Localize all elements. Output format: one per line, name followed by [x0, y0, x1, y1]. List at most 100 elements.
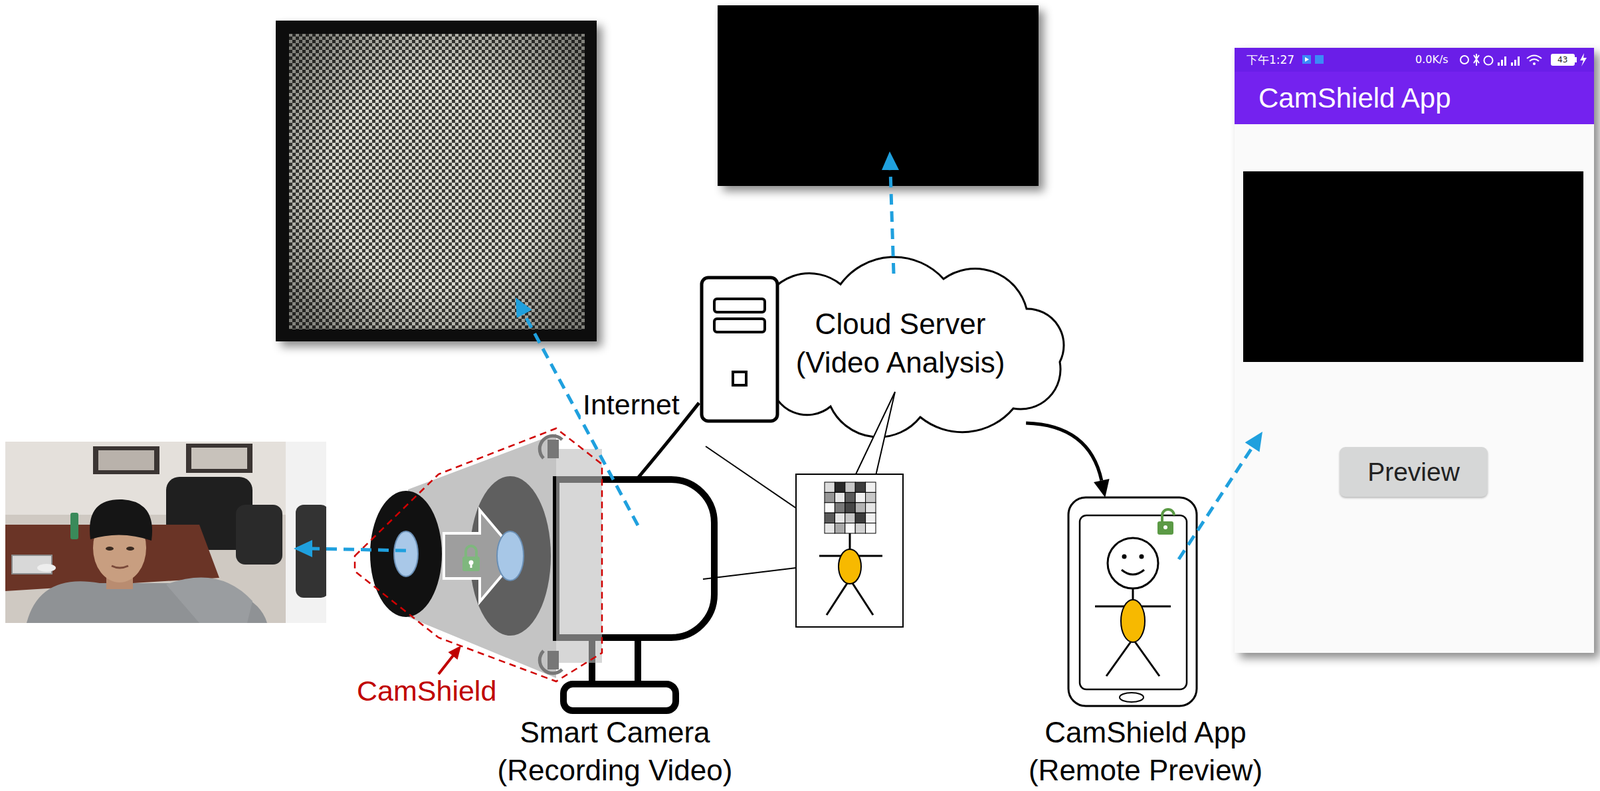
front-lens-window: [394, 531, 418, 577]
callout-box: [796, 474, 903, 628]
pixel-cell: [834, 482, 845, 493]
figure-body: [838, 549, 862, 585]
cloud-black-image: [717, 5, 1039, 187]
open-lock: [1162, 509, 1175, 523]
status-icon: [1532, 62, 1536, 66]
node-label: Cloud Server (Video Analysis): [784, 304, 1017, 383]
camshield-outline: [354, 428, 602, 682]
cloud-server: [701, 257, 1064, 438]
node-label: Smart Camera (Recording Video): [485, 713, 745, 790]
camera-base: [563, 684, 676, 711]
battery-level: 43: [1557, 47, 1568, 72]
status-icon: [1514, 59, 1517, 66]
pixel-cell: [824, 523, 835, 534]
checker-pattern: [289, 33, 585, 330]
pixel-cell: [865, 492, 876, 503]
photo-edge: [5, 441, 327, 624]
shield-clamps: [539, 435, 563, 674]
view-arrowhead: [881, 151, 900, 171]
pixel-cell: [834, 523, 845, 534]
phone-icon: [1068, 497, 1197, 707]
edge-label: Internet: [580, 388, 682, 422]
status-time: 下午1:27: [1246, 47, 1295, 72]
callout-tail: [705, 446, 797, 509]
picture-frame: [186, 443, 253, 474]
photo-wall: [5, 441, 327, 515]
figure-line: [849, 579, 874, 616]
callout-tail: [702, 568, 797, 580]
view-arrow: [312, 548, 406, 551]
pixel-cell: [855, 512, 866, 523]
pixel-cell: [834, 492, 845, 503]
smiley-mouth: [1121, 570, 1145, 575]
blue-dashed-arrows: [312, 170, 1253, 560]
pixel-cell: [845, 523, 856, 534]
pixel-cell: [845, 492, 856, 503]
smart-camera: [556, 449, 715, 711]
pixel-cell: [824, 482, 835, 493]
status-icon: [1504, 56, 1507, 66]
front-lens-disk: [370, 491, 442, 618]
view-arrow: [890, 170, 894, 274]
node-label: CamShield: [356, 675, 497, 708]
status-icon: [1484, 56, 1494, 66]
clamp: [539, 651, 563, 674]
person-beanie: [89, 499, 153, 541]
photo-bg: [5, 441, 327, 624]
figure-line: [1106, 639, 1133, 677]
title-bar: [1234, 71, 1595, 125]
button-label: Preview: [1367, 457, 1460, 488]
analysis-callout: [702, 392, 903, 628]
smiley-eye: [1122, 554, 1127, 560]
server-slot: [714, 318, 765, 333]
pixel-cell: [865, 502, 876, 513]
connector-arrowhead: [1093, 479, 1109, 498]
view-arrowhead: [293, 540, 313, 558]
pixel-cell: [855, 492, 866, 503]
pixel-cell: [865, 512, 876, 523]
figure-line: [1132, 639, 1160, 677]
server-slot: [714, 299, 765, 313]
shield-sleeve: [556, 449, 602, 664]
pixel-cell: [834, 512, 845, 523]
person-eye: [126, 546, 135, 551]
pixel-cell: [834, 502, 845, 513]
phone-button: [1119, 693, 1144, 703]
picture-frame: [98, 450, 155, 471]
status-bar: [1234, 47, 1595, 72]
pixelated-face: [824, 482, 876, 534]
battery-icon: [1574, 57, 1577, 63]
smiley-eye: [1139, 554, 1145, 560]
vignette: [289, 33, 585, 330]
smiley-head: [1107, 538, 1159, 589]
screenshot-panel: [1234, 47, 1595, 654]
chair: [235, 504, 283, 565]
server-tower: [701, 277, 778, 422]
pointer-arrow: [438, 655, 454, 675]
smart-camera-node: Smart Camera (Recording Video): [479, 479, 751, 790]
pixel-cell: [824, 512, 835, 523]
lock-icon: [470, 563, 473, 569]
lock-icon: [465, 546, 477, 559]
person-mouth: [111, 566, 129, 569]
pixel-cell: [855, 482, 866, 493]
scene-photo: [5, 441, 327, 624]
status-icon: [1460, 55, 1469, 64]
status-speed: 0.0K/s: [1415, 47, 1449, 72]
preview-button: Preview: [1339, 447, 1488, 498]
status-icon: [1304, 57, 1309, 62]
app-screenshot: [1234, 47, 1595, 654]
charging-icon: [1580, 53, 1587, 67]
status-icon: [1473, 53, 1480, 66]
open-lock: [1157, 521, 1174, 535]
rear-lens-window: [497, 531, 524, 581]
pixel-cell: [865, 482, 876, 493]
pixel-cell: [824, 502, 835, 513]
view-arrowhead: [1245, 431, 1263, 453]
pixel-cell: [865, 523, 876, 534]
camshield-device: [370, 433, 557, 679]
picture-frame: [93, 446, 160, 475]
